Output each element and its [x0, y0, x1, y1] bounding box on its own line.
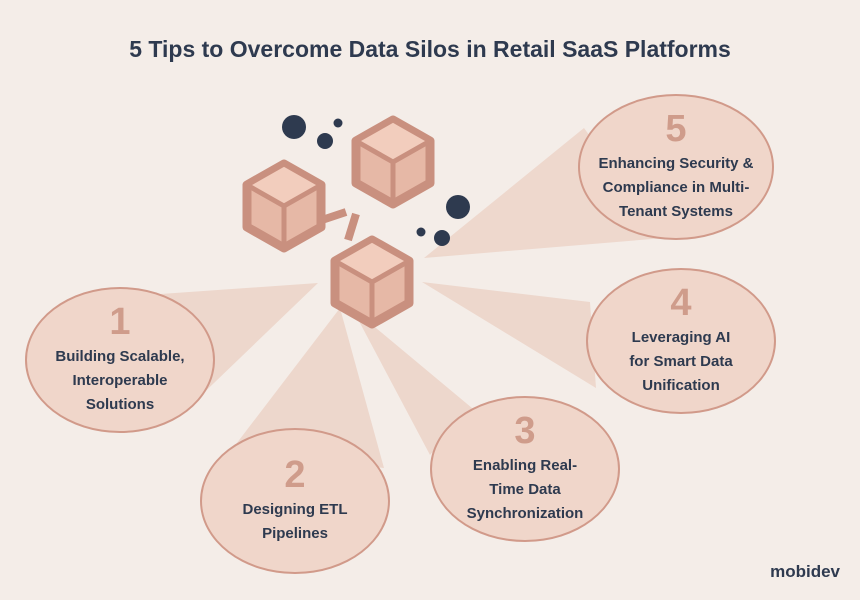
tip-3: 3 Enabling Real- Time Data Synchronizati… [430, 396, 620, 542]
tip-5-number: 5 [665, 108, 687, 150]
dot [333, 118, 343, 128]
brand-logo: mobidev [770, 562, 840, 581]
dot [416, 227, 426, 237]
tip-1-label: Building Scalable, Interoperable Solutio… [55, 348, 185, 413]
tip-4: 4 Leveraging AI for Smart Data Unificati… [586, 268, 776, 414]
dot [317, 133, 333, 149]
beam-tip-4 [422, 282, 596, 388]
tip-4-number: 4 [670, 282, 692, 324]
beam-tip-3 [352, 308, 472, 455]
tip-1-number: 1 [109, 301, 131, 343]
diagram-title: 5 Tips to Overcome Data Silos in Retail … [129, 36, 731, 62]
decor-dots [282, 115, 470, 246]
dot [282, 115, 306, 139]
dot [434, 230, 450, 246]
tip-5: 5 Enhancing Security & Compliance in Mul… [578, 94, 774, 240]
tip-2: 2 Designing ETL Pipelines [200, 428, 390, 574]
dot [446, 195, 470, 219]
tip-4-label: Leveraging AI for Smart Data Unification [629, 329, 733, 394]
tip-2-number: 2 [284, 454, 306, 496]
hex-links [320, 208, 360, 242]
tip-5-label: Enhancing Security & Compliance in Multi… [598, 155, 754, 220]
tip-3-number: 3 [514, 410, 536, 452]
tip-2-label: Designing ETL Pipelines [242, 501, 348, 542]
cube-left [242, 159, 326, 253]
cube-center [330, 235, 414, 329]
cube-top [351, 115, 435, 209]
beam-tip-2 [230, 308, 384, 468]
tip-1: 1 Building Scalable, Interoperable Solut… [25, 287, 215, 433]
tip-3-label: Enabling Real- Time Data Synchronization [466, 457, 584, 522]
